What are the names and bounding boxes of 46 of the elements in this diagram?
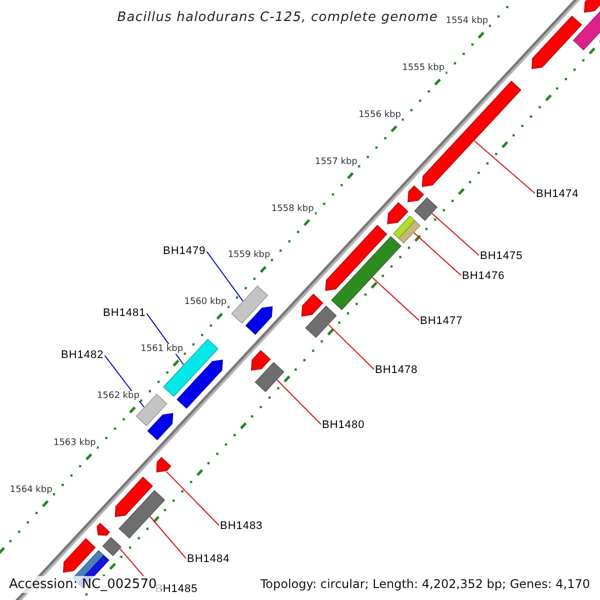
tick-label: 1563 kbp: [52, 438, 97, 448]
leader-line: [474, 140, 536, 194]
tick-label: 1560 kbp: [183, 297, 228, 308]
leader-line: [414, 232, 462, 276]
leader-line: [206, 251, 244, 302]
tick-label: 1562 kbp: [96, 390, 140, 401]
gene-feature: [325, 224, 402, 310]
tick-label: 1555 kbp: [401, 63, 446, 73]
tick-label: 1557 kbp: [314, 156, 358, 167]
gene-label: BH1483: [220, 520, 263, 532]
gene-feature: [572, 0, 600, 50]
gene-feature: [231, 285, 273, 335]
title: Bacillus halodurans C-125, complete genome: [117, 10, 438, 25]
leader-line: [372, 277, 420, 321]
gene-feature: [532, 16, 582, 70]
gene-label: BH1477: [420, 315, 463, 327]
tick-label: 1556 kbp: [358, 110, 402, 120]
leader-line: [276, 380, 322, 425]
gene-feature: [301, 294, 337, 338]
tick-label: 1554 kbp: [444, 16, 490, 26]
gene-label: BH1484: [187, 553, 230, 565]
gene-label: BH1475: [480, 250, 523, 262]
gene-label: BH1479: [163, 245, 206, 257]
leader-line: [328, 324, 374, 370]
gene-feature: [422, 80, 522, 187]
gene-label: BH1480: [322, 419, 365, 431]
tick-label: 1564 kbp: [8, 484, 54, 495]
gene-label: BH1482: [61, 349, 104, 361]
gene-feature: [387, 202, 421, 244]
gene-label: BH1474: [536, 188, 579, 200]
gene-label: BH1476: [462, 270, 505, 282]
gene-feature: [156, 456, 172, 472]
tick-label: 1561 kbp: [140, 344, 184, 354]
gene-feature: [250, 350, 284, 392]
gene-feature: [408, 185, 438, 221]
gene-label: BH1485: [155, 583, 198, 595]
leader-line: [432, 212, 480, 256]
leader-line: [166, 471, 220, 526]
gene-feature: [163, 338, 223, 409]
gene-label: BH1481: [103, 307, 146, 319]
leader-line: [150, 516, 186, 559]
tick-label: 1558 kbp: [270, 204, 315, 214]
gene-feature: [114, 476, 166, 539]
tick-label: 1559 kbp: [226, 250, 272, 260]
gene-feature: [96, 522, 122, 556]
gene-label: BH1478: [375, 364, 418, 376]
